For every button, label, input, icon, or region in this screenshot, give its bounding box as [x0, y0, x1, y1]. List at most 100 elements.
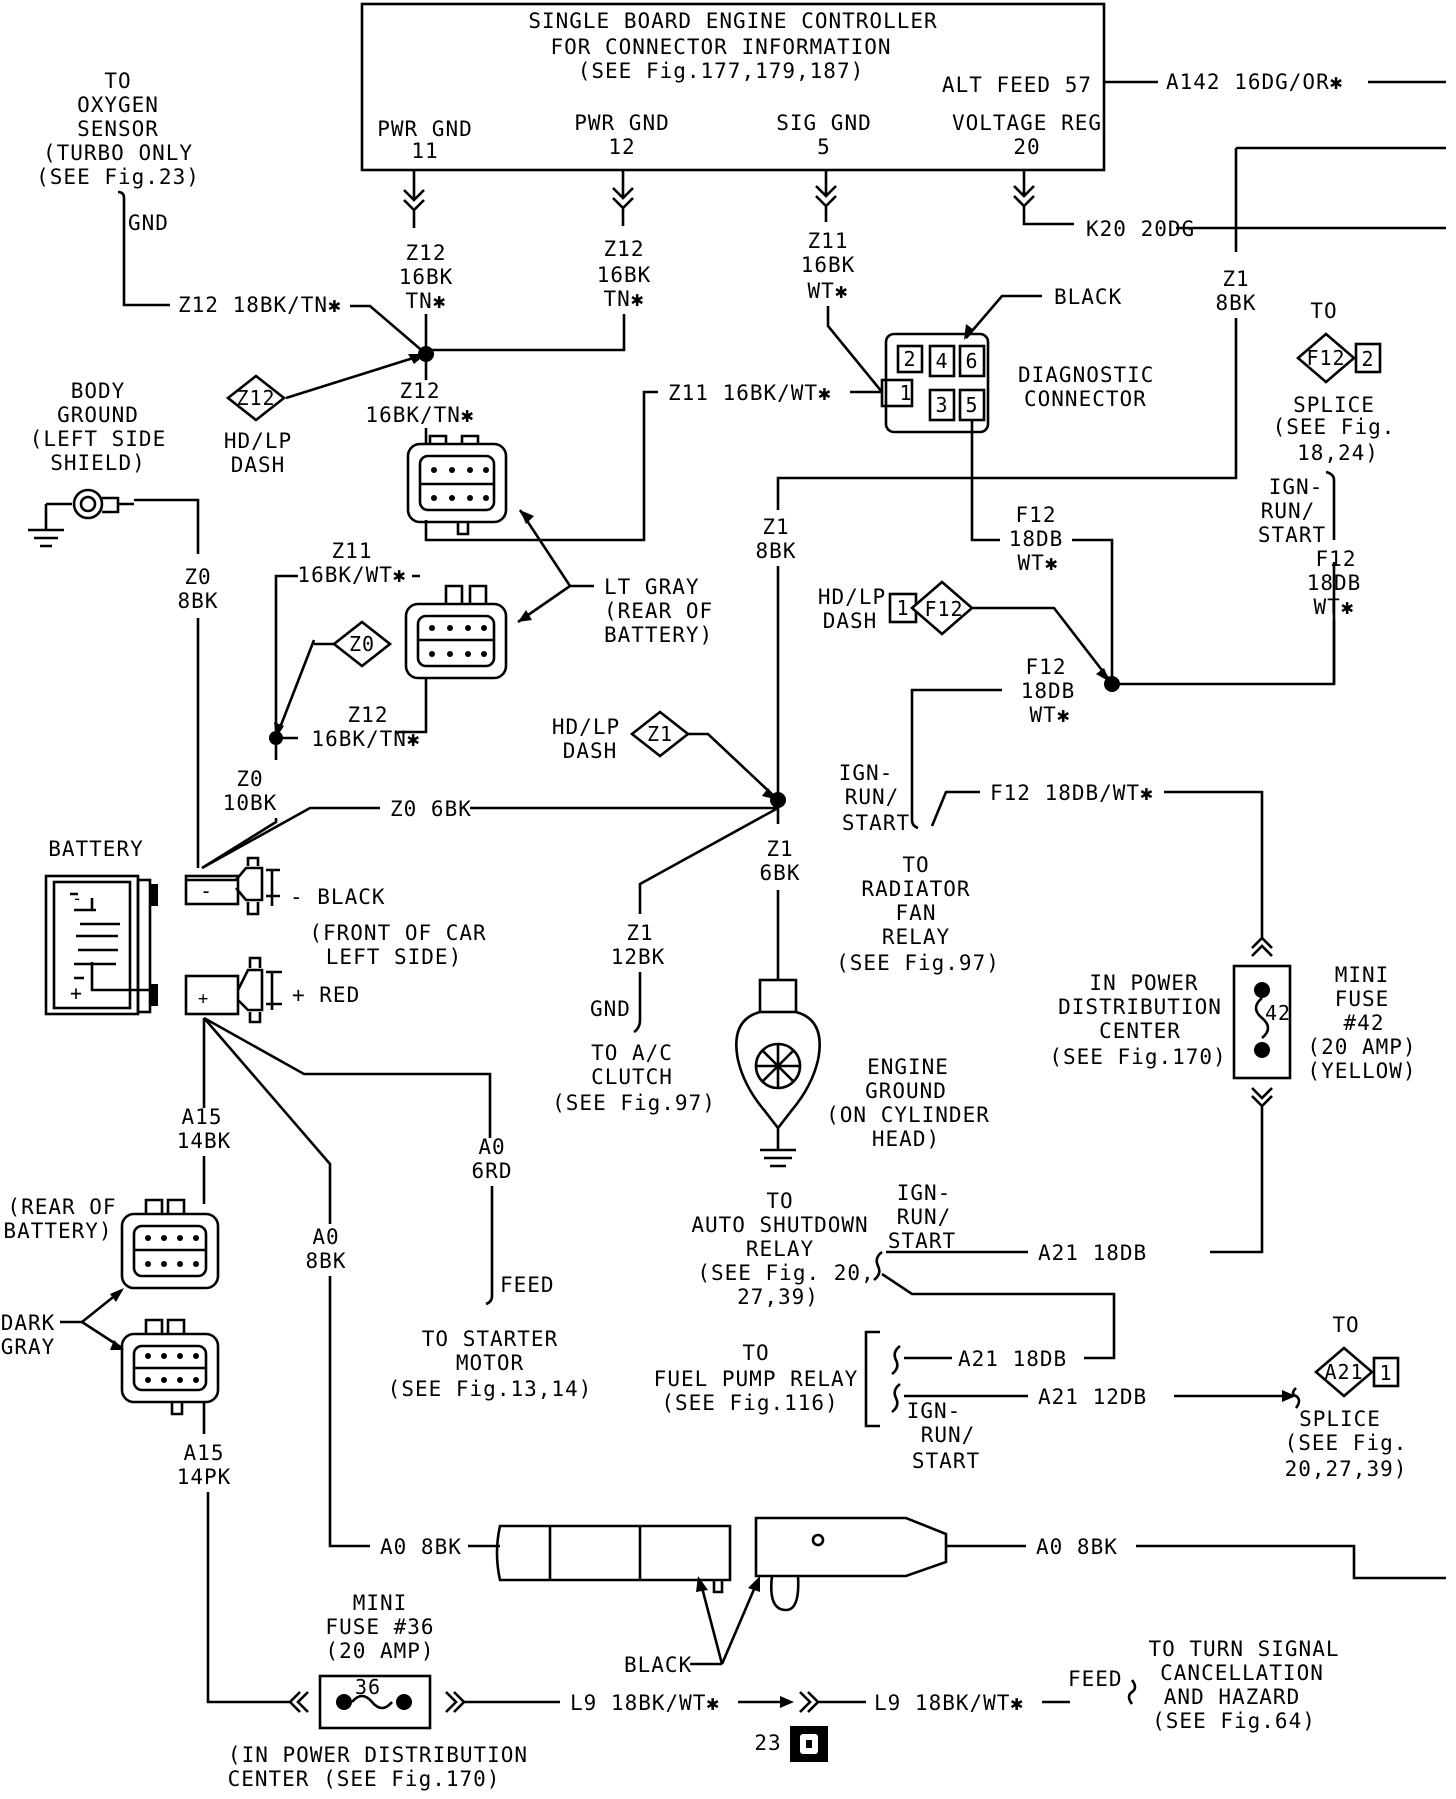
wire-z12-a-code: Z12 [406, 241, 447, 265]
svg-text:LT GRAY: LT GRAY [604, 575, 700, 599]
wire-z0-10bk-code: Z0 [236, 767, 263, 791]
svg-text:36: 36 [355, 1675, 381, 1699]
fuel-pump-relay-label: TO FUEL PUMP RELAY (SEE Fig.116) [654, 1341, 858, 1415]
svg-text:Z12: Z12 [236, 386, 275, 410]
svg-text:START: START [1258, 523, 1326, 547]
wire-z11-left-size: 16BK/WT✱ [297, 563, 406, 587]
wire-z0-6bk: Z0 6BK [390, 797, 472, 821]
wire-a0-8bk-v-size: 8BK [306, 1249, 347, 1273]
wire-z1-mid-code: Z1 [762, 515, 789, 539]
svg-text:(SEE Fig.97): (SEE Fig.97) [836, 951, 1000, 975]
svg-text:AUTO SHUTDOWN: AUTO SHUTDOWN [691, 1213, 868, 1237]
svg-text:(SEE Fig.13,14): (SEE Fig.13,14) [388, 1377, 593, 1401]
wire-z1-6bk-size: 6BK [760, 861, 801, 885]
splice-f12-label: SPLICE (SEE Fig. 18,24) [1273, 393, 1395, 465]
wire-z1-8bk-size: 8BK [1216, 291, 1257, 315]
svg-text:OXYGEN: OXYGEN [77, 93, 159, 117]
wire-f12-c-color: WT✱ [1030, 703, 1071, 727]
mini-fuse-42-label: MINI FUSE #42 (20 AMP) (YELLOW) [1307, 963, 1415, 1083]
label-black-terminal: - BLACK [290, 885, 386, 909]
svg-text:DARK: DARK [1, 1311, 56, 1335]
wire-z12-b-color: TN✱ [604, 287, 645, 311]
svg-text:TO TURN SIGNAL: TO TURN SIGNAL [1148, 1637, 1339, 1661]
svg-text:1: 1 [1379, 1361, 1392, 1385]
svg-text:MINI: MINI [1335, 963, 1390, 987]
svg-text:RUN/: RUN/ [1261, 499, 1316, 523]
svg-text:GROUND: GROUND [865, 1079, 947, 1103]
svg-text:TO STARTER: TO STARTER [422, 1327, 558, 1351]
oxygen-sensor-label: TO OXYGEN SENSOR (TURBO ONLY (SEE Fig.23… [36, 69, 200, 189]
turn-signal-label: TO TURN SIGNAL CANCELLATION AND HAZARD (… [1148, 1637, 1339, 1733]
svg-text:+: + [70, 981, 83, 1005]
svg-text:CLUTCH: CLUTCH [591, 1065, 673, 1089]
controller-title-3: (SEE Fig.177,179,187) [578, 59, 865, 83]
wire-z12-18bk: Z12 18BK/TN✱ [178, 293, 342, 317]
svg-text:MINI: MINI [353, 1591, 408, 1615]
rear-of-battery-label: (REAR OF BATTERY) [3, 1195, 115, 1243]
svg-text:(20 AMP): (20 AMP) [325, 1639, 434, 1663]
wire-z12-left-size: 16BK/TN✱ [311, 727, 420, 751]
engine-controller-box: SINGLE BOARD ENGINE CONTROLLER FOR CONNE… [360, 2, 1106, 172]
svg-text:4: 4 [935, 349, 948, 373]
wire-z11-color: WT✱ [808, 279, 849, 303]
lt-gray-label: LT GRAY (REAR OF BATTERY) [604, 575, 712, 647]
svg-text:BODY: BODY [71, 379, 126, 403]
mini-fuse-36: 36 [318, 1674, 432, 1730]
svg-text:6: 6 [965, 349, 978, 373]
svg-text:1: 1 [896, 596, 909, 620]
svg-text:IGN-: IGN- [839, 761, 894, 785]
wire-z12-a-size: 16BK [399, 265, 454, 289]
svg-text:CENTER (SEE Fig.170): CENTER (SEE Fig.170) [228, 1767, 501, 1791]
svg-text:DISTRIBUTION: DISTRIBUTION [1058, 995, 1222, 1019]
wire-z1-8bk-code: Z1 [1222, 267, 1249, 291]
wire-a15-14bk-code: A15 [182, 1105, 223, 1129]
svg-text:3: 3 [935, 393, 948, 417]
svg-text:FAN: FAN [896, 901, 937, 925]
z0-diamond: Z0 [331, 620, 393, 668]
svg-text:-: - [72, 889, 83, 909]
svg-text:(SEE Fig.170): (SEE Fig.170) [1049, 1045, 1226, 1069]
svg-text:IGN-: IGN- [897, 1181, 952, 1205]
lt-gray-connector-upper [406, 434, 508, 536]
wire-l9-b: L9 18BK/WT✱ [874, 1691, 1024, 1715]
wire-a15-14pk-size: 14PK [177, 1465, 232, 1489]
label-gnd-ac: GND [590, 997, 631, 1021]
svg-text:(SEE Fig.23): (SEE Fig.23) [36, 165, 200, 189]
wire-z12-left-code: Z12 [348, 703, 389, 727]
svg-text:-: - [200, 879, 213, 903]
engine-ground-eyelet [735, 978, 821, 1168]
svg-text:MOTOR: MOTOR [456, 1351, 524, 1375]
wire-f12-a-color: WT✱ [1018, 551, 1059, 575]
controller-pwr-gnd-12: PWR GND [574, 111, 670, 135]
svg-text:RELAY: RELAY [882, 925, 950, 949]
ac-clutch-label: TO A/C CLUTCH (SEE Fig.97) [552, 1041, 716, 1115]
body-ground-label: BODY GROUND (LEFT SIDE SHIELD) [30, 379, 166, 475]
controller-alt-feed: ALT FEED 57 [942, 73, 1092, 97]
controller-pin-20: 20 [1013, 135, 1040, 159]
svg-text:(SEE Fig.97): (SEE Fig.97) [552, 1091, 716, 1115]
svg-text:GROUND: GROUND [57, 403, 139, 427]
svg-text:(SEE Fig.116): (SEE Fig.116) [661, 1391, 838, 1415]
ign-run-start-fp-label: IGN- RUN/ START [907, 1399, 980, 1473]
svg-text:(LEFT SIDE: (LEFT SIDE [30, 427, 166, 451]
svg-text:(TURBO ONLY: (TURBO ONLY [43, 141, 193, 165]
rear-battery-connector [120, 1198, 220, 1290]
svg-text:F12: F12 [924, 597, 963, 621]
wire-a0-8bk-right: A0 8BK [1036, 1535, 1118, 1559]
svg-text:SHIELD): SHIELD) [50, 451, 146, 475]
wire-a15-14bk-size: 14BK [177, 1129, 232, 1153]
svg-text:18,24): 18,24) [1297, 441, 1379, 465]
controller-pin-11: 11 [411, 139, 438, 163]
svg-text:RUN/: RUN/ [897, 1205, 952, 1229]
label-hdlp-dash-z12-1: HD/LP [224, 429, 292, 453]
label-black-diag: BLACK [1054, 285, 1122, 309]
wire-z1-6bk-code: Z1 [766, 837, 793, 861]
dark-gray-label: DARK GRAY [1, 1311, 56, 1359]
controller-connector-chevrons [403, 170, 1074, 228]
svg-text:START: START [912, 1449, 980, 1473]
wire-l9-a: L9 18BK/WT✱ [570, 1691, 720, 1715]
wire-f12-b-code: F12 [1316, 547, 1357, 571]
wire-a21-12db: A21 12DB [1038, 1385, 1147, 1409]
